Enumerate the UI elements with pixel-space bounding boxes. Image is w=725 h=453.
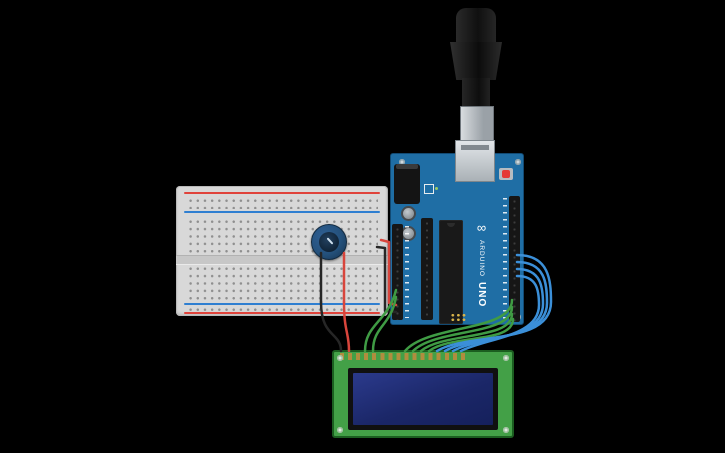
- lcd-mount-hole: [503, 427, 509, 433]
- digital-pin-header[interactable]: [509, 196, 520, 322]
- wire-lcd-vcc[interactable]: [342, 300, 351, 353]
- power-led: [435, 187, 438, 190]
- silkscreen-box: [424, 184, 434, 194]
- lcd-pin-header[interactable]: [340, 353, 469, 360]
- arduino-brand-text: ARDUINO: [478, 240, 485, 277]
- pin-label-ticks: [405, 226, 409, 318]
- lcd-screen: [353, 373, 493, 425]
- arduino-silkscreen: ∞ ARDUINO UNO: [474, 220, 489, 324]
- screw-hole: [399, 159, 405, 165]
- usb-cable-strain-relief: [456, 8, 496, 46]
- breadboard-bottom-negative-rail: [184, 303, 380, 305]
- potentiometer-knob[interactable]: [319, 232, 339, 252]
- capacitor: [401, 206, 416, 221]
- breadboard-bottom-rail-holes: [186, 305, 378, 313]
- lcd-mount-hole: [337, 355, 343, 361]
- chip-notch: [447, 223, 455, 227]
- lcd-bezel: [348, 368, 498, 430]
- arduino-logo: ∞: [474, 220, 489, 235]
- pin-label-ticks: [503, 198, 507, 320]
- reset-button-cap: [502, 170, 510, 178]
- usb-plug-body: [450, 42, 502, 80]
- wire-lcd-d3[interactable]: [427, 317, 515, 353]
- wire-lcd-d2[interactable]: [419, 312, 514, 353]
- wire-lcd-d4[interactable]: [435, 253, 553, 353]
- breadboard-top-rail-holes: [186, 196, 378, 209]
- screw-hole: [515, 159, 521, 165]
- arduino-uno-board[interactable]: ∞ ARDUINO UNO: [390, 140, 524, 325]
- power-jack: [394, 164, 420, 204]
- wire-lcd-d0[interactable]: [403, 298, 514, 353]
- wire-lcd-d6[interactable]: [451, 267, 545, 353]
- usb-plug-connector: [460, 106, 494, 143]
- lcd-mount-hole: [337, 427, 343, 433]
- breadboard-top-negative-rail: [184, 211, 380, 213]
- wire-lcd-d5[interactable]: [443, 260, 549, 353]
- power-jack-rim: [396, 164, 418, 169]
- wire-lcd-en[interactable]: [371, 295, 398, 353]
- wire-lcd-gnd[interactable]: [319, 300, 343, 353]
- power-analog-header[interactable]: [392, 224, 403, 320]
- usb-plug-neck: [462, 78, 490, 108]
- icsp-pins: [449, 312, 466, 321]
- wire-lcd-d7[interactable]: [459, 274, 541, 353]
- arduino-model-text: UNO: [476, 281, 487, 308]
- breadboard-bottom-positive-rail: [184, 312, 380, 314]
- lcd-mount-hole: [503, 355, 509, 361]
- wire-lcd-d1[interactable]: [411, 305, 514, 353]
- breadboard[interactable]: [176, 186, 388, 316]
- reset-button[interactable]: [499, 168, 513, 180]
- atmega-chip: [439, 220, 463, 324]
- breadboard-lower-bank-holes: [186, 264, 378, 301]
- usb-port: [455, 140, 495, 182]
- wire-gnd-feed[interactable]: [375, 245, 398, 314]
- wire-5v-feed[interactable]: [379, 238, 398, 307]
- wire-lcd-rs[interactable]: [363, 288, 398, 353]
- breadboard-top-positive-rail: [184, 192, 380, 194]
- potentiometer[interactable]: [311, 224, 347, 260]
- inner-header[interactable]: [421, 218, 433, 320]
- usb-port-slot: [461, 145, 489, 150]
